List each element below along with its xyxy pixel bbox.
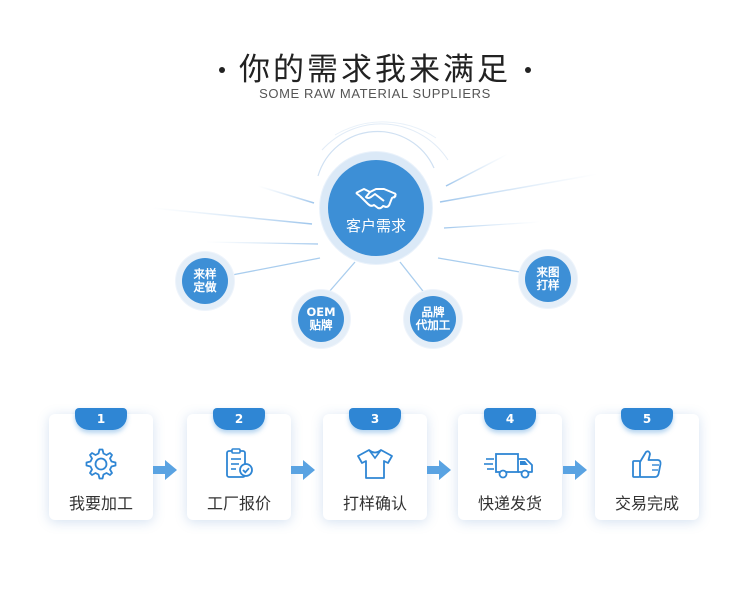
step-number-badge: 1 — [75, 408, 127, 430]
step-label: 打样确认 — [342, 494, 407, 513]
step-label: 快递发货 — [477, 494, 542, 513]
step-number-badge: 5 — [621, 408, 673, 430]
step-number-badge: 2 — [213, 408, 265, 430]
step-card-2: 2 工厂报价 — [187, 408, 291, 520]
step-card-5: 5 交易完成 — [595, 408, 699, 520]
page-subtitle: SOME RAW MATERIAL SUPPLIERS — [259, 86, 491, 101]
step-card-1: 1 我要加工 — [49, 408, 153, 520]
step-card-3: 3 打样确认 — [323, 408, 427, 520]
step-number-badge: 3 — [349, 408, 401, 430]
step-label: 工厂报价 — [206, 494, 271, 513]
step-card-4: 4 快递发货 — [458, 408, 562, 520]
arrow-right-icon — [153, 460, 177, 480]
title-dot-left — [219, 66, 225, 73]
thumbs-up-icon — [595, 446, 699, 482]
hub-node-drawing-sample: 来图 打样 — [525, 256, 571, 302]
arrow-right-icon — [427, 460, 451, 480]
node-line2: 打样 — [536, 278, 560, 292]
title-dot-right — [525, 66, 531, 73]
title-text: 你的需求我来满足 — [239, 52, 511, 88]
hub-node-sample-custom: 来样 定做 — [182, 258, 228, 304]
handshake-icon — [354, 184, 398, 214]
hub-center: 客户需求 — [328, 160, 424, 256]
node-line2: 贴牌 — [309, 318, 333, 332]
step-label: 我要加工 — [68, 494, 133, 513]
arrow-right-icon — [291, 460, 315, 480]
node-line2: 定做 — [193, 280, 217, 294]
hub-node-oem: OEM 贴牌 — [298, 296, 344, 342]
node-line1: 来样 — [193, 267, 217, 281]
page-title: 你的需求我来满足 — [0, 44, 750, 89]
node-line2: 代加工 — [415, 318, 451, 332]
tshirt-icon — [323, 446, 427, 482]
node-line1: OEM — [306, 305, 336, 319]
clipboard-check-icon — [187, 446, 291, 482]
step-number-badge: 4 — [484, 408, 536, 430]
hub-node-brand-processing: 品牌 代加工 — [410, 296, 456, 342]
delivery-truck-icon — [458, 446, 562, 482]
gear-icon — [49, 446, 153, 482]
node-line1: 品牌 — [421, 305, 445, 319]
hub-center-label: 客户需求 — [345, 216, 406, 235]
radiating-lines — [151, 121, 599, 301]
step-label: 交易完成 — [614, 494, 679, 513]
node-line1: 来图 — [536, 265, 560, 279]
arrow-right-icon — [563, 460, 587, 480]
